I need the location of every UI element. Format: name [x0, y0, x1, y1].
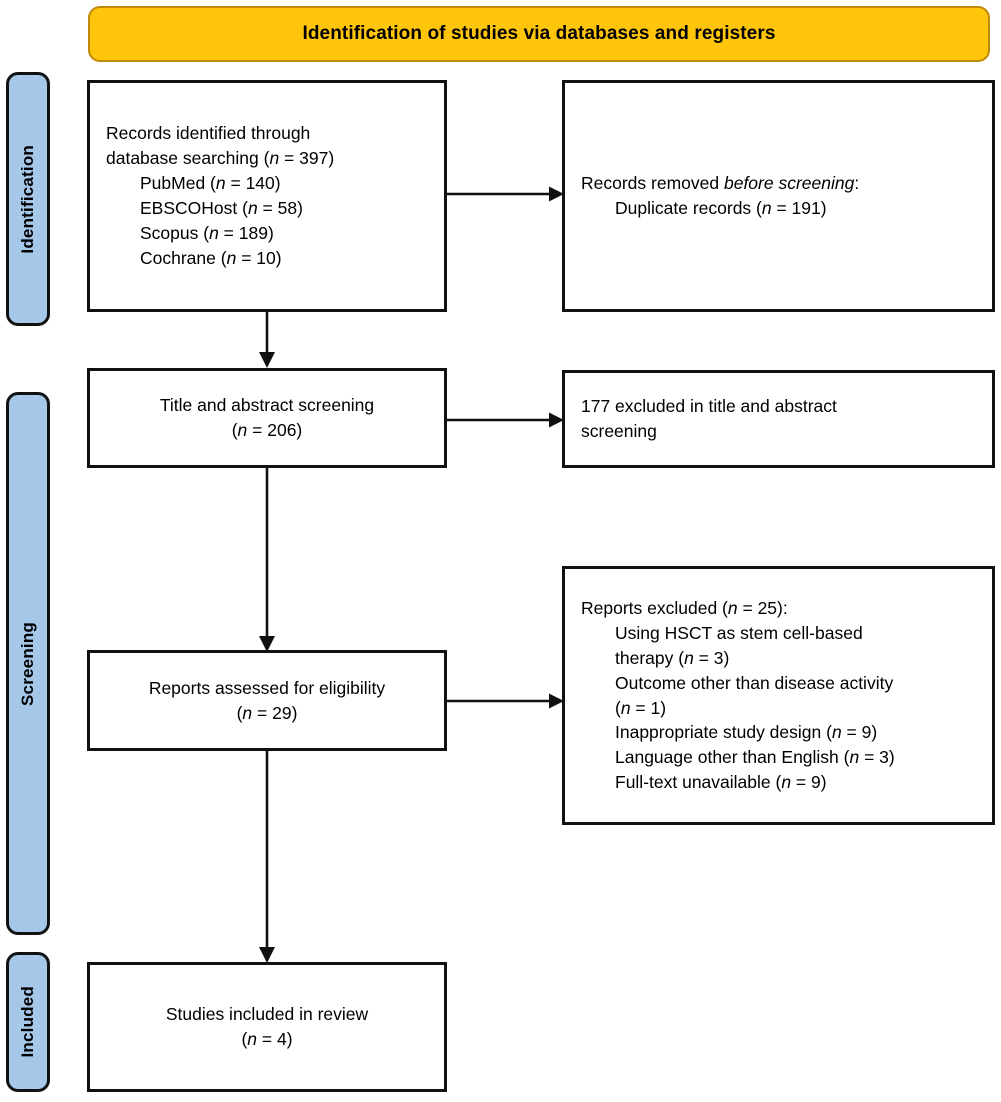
box-studies-included: Studies included in review (n = 4)	[87, 962, 447, 1092]
box-title-abstract-screening-content: Title and abstract screening (n = 206)	[90, 393, 444, 443]
box-records-removed-content: Records removed before screening: Duplic…	[565, 171, 992, 221]
n-symbol: n	[242, 702, 253, 723]
title-abstract-count: (n = 206)	[231, 420, 303, 440]
stage-label-identification-text: Identification	[18, 144, 37, 254]
records-identified-line1: Records identified through	[106, 123, 311, 144]
arrow-identified-to-removed	[446, 184, 566, 204]
box-records-removed: Records removed before screening: Duplic…	[562, 80, 995, 312]
n-symbol: n	[247, 198, 258, 218]
box-studies-included-content: Studies included in review (n = 4)	[90, 1002, 444, 1052]
exclusion-reason-hsct-line2: therapy (n = 3)	[615, 647, 730, 668]
arrow-screening-to-eligibility	[256, 466, 278, 654]
diagram-header-banner: Identification of studies via databases …	[88, 6, 990, 62]
box-reports-excluded-content: Reports excluded (n = 25): Using HSCT as…	[565, 596, 992, 795]
exclusion-reason-language: Language other than English (n = 3)	[615, 747, 895, 768]
n-symbol: n	[727, 598, 738, 619]
source-item-ebscohost: EBSCOHost (n = 58)	[140, 198, 303, 218]
stage-label-identification: Identification	[6, 72, 50, 326]
n-symbol: n	[215, 173, 226, 194]
n-symbol: n	[831, 722, 842, 743]
n-symbol: n	[761, 198, 772, 218]
exclusion-reason-outcome-line2: (n = 1)	[615, 697, 667, 718]
title-abstract-line1: Title and abstract screening	[159, 395, 375, 416]
excluded-ta-line1: 177 excluded in title and abstract	[581, 396, 837, 417]
n-symbol: n	[226, 247, 237, 268]
box-reports-excluded: Reports excluded (n = 25): Using HSCT as…	[562, 566, 995, 825]
n-symbol: n	[269, 148, 280, 169]
reports-assessed-line1: Reports assessed for eligibility	[148, 677, 386, 698]
stage-label-screening-text: Screening	[18, 621, 37, 706]
exclusion-reason-hsct-line1: Using HSCT as stem cell-based	[615, 622, 863, 643]
exclusion-reason-design: Inappropriate study design (n = 9)	[615, 722, 878, 743]
studies-included-count: (n = 4)	[241, 1029, 293, 1049]
records-removed-duplicates: Duplicate records (n = 191)	[615, 198, 827, 218]
box-reports-assessed-content: Reports assessed for eligibility (n = 29…	[90, 676, 444, 726]
source-item-scopus: Scopus (n = 189)	[140, 222, 274, 243]
n-symbol: n	[684, 647, 694, 668]
n-symbol: n	[209, 222, 219, 243]
box-records-identified: Records identified through database sear…	[87, 80, 447, 312]
arrow-eligibility-to-excluded	[446, 691, 566, 711]
arrow-identified-to-screening	[256, 310, 278, 370]
excluded-ta-line2: screening	[581, 421, 657, 441]
n-symbol: n	[247, 1029, 258, 1049]
diagram-title: Identification of studies via databases …	[302, 23, 776, 44]
box-title-abstract-screening: Title and abstract screening (n = 206)	[87, 368, 447, 468]
box-records-identified-content: Records identified through database sear…	[90, 121, 444, 270]
n-symbol: n	[237, 420, 248, 440]
box-excluded-title-abstract-content: 177 excluded in title and abstract scree…	[565, 394, 992, 444]
n-symbol: n	[781, 772, 792, 793]
records-identified-line2: database searching (n = 397)	[106, 148, 335, 169]
before-screening-emphasis: before screening	[723, 173, 855, 194]
n-symbol: n	[620, 697, 631, 718]
exclusion-reason-fulltext: Full-text unavailable (n = 9)	[615, 772, 827, 793]
source-item-pubmed: PubMed (n = 140)	[140, 173, 281, 194]
box-excluded-title-abstract: 177 excluded in title and abstract scree…	[562, 370, 995, 468]
exclusion-reason-outcome-line1: Outcome other than disease activity	[615, 672, 894, 693]
records-removed-line1: Records removed before screening:	[581, 173, 860, 194]
n-symbol: n	[849, 747, 860, 768]
stage-label-included: Included	[6, 952, 50, 1092]
source-item-cochrane: Cochrane (n = 10)	[140, 247, 282, 268]
stage-label-screening: Screening	[6, 392, 50, 935]
arrow-eligibility-to-included	[256, 749, 278, 965]
arrow-screening-to-excluded	[446, 410, 566, 430]
studies-included-line1: Studies included in review	[165, 1004, 369, 1025]
stage-label-included-text: Included	[18, 986, 37, 1058]
reports-assessed-count: (n = 29)	[236, 702, 298, 723]
box-reports-assessed: Reports assessed for eligibility (n = 29…	[87, 650, 447, 751]
reports-excluded-header: Reports excluded (n = 25):	[581, 598, 788, 619]
